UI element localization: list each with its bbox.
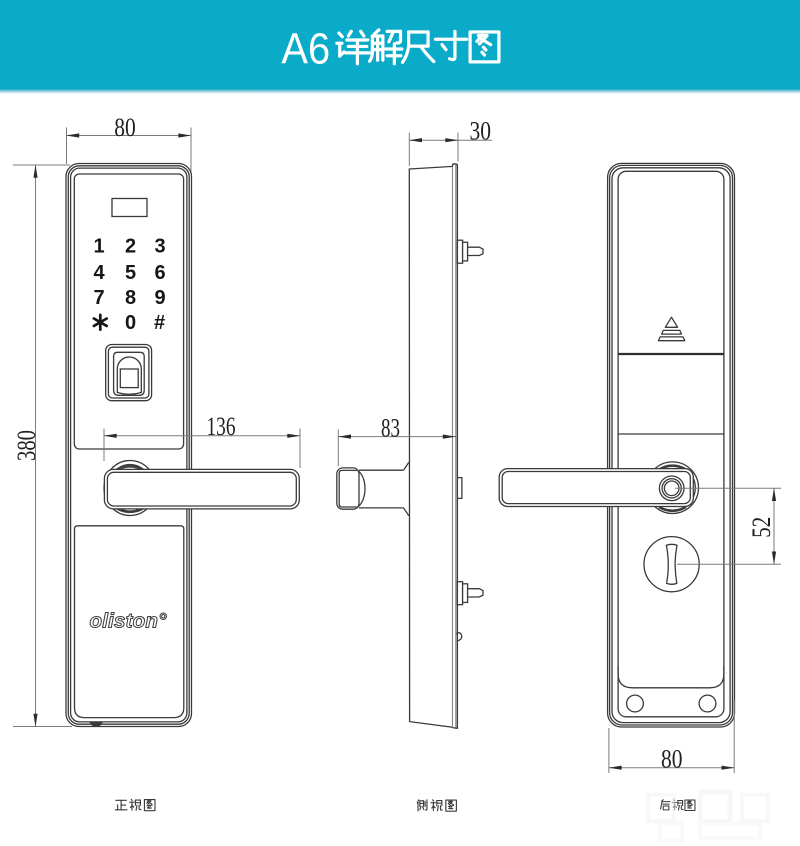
svg-text:8: 8 [125, 287, 136, 309]
svg-text:2: 2 [125, 235, 136, 257]
svg-text:6: 6 [154, 262, 165, 284]
svg-text:#: # [154, 312, 165, 334]
svg-text:oliston°: oliston° [90, 610, 168, 633]
svg-text:4: 4 [93, 262, 105, 284]
svg-text:136: 136 [207, 412, 236, 441]
svg-text:5: 5 [125, 262, 136, 284]
svg-text:7: 7 [93, 287, 104, 309]
svg-text:380: 380 [12, 430, 41, 461]
svg-text:83: 83 [381, 413, 400, 442]
svg-text:30: 30 [470, 117, 492, 146]
svg-text:9: 9 [154, 287, 165, 309]
svg-text:0: 0 [125, 312, 136, 334]
svg-text:1: 1 [93, 235, 104, 257]
svg-text:3: 3 [154, 235, 165, 257]
svg-text:A6: A6 [281, 25, 330, 74]
svg-text:80: 80 [661, 745, 683, 774]
svg-text:52: 52 [747, 517, 776, 538]
svg-text:80: 80 [114, 113, 136, 142]
